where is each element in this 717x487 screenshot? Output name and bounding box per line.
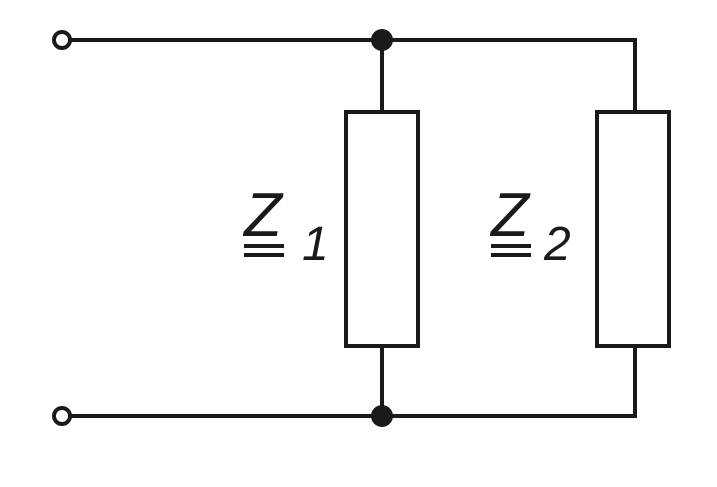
label-z1-subscript: 1 — [302, 218, 329, 271]
bottom-terminal — [52, 406, 72, 426]
bottom-junction-node — [371, 405, 393, 427]
label-z2-subscript: 2 — [543, 218, 571, 271]
impedance-z2-box — [595, 110, 671, 348]
label-z1: Z 1 — [242, 181, 329, 271]
impedance-z1-box — [344, 110, 420, 348]
top-terminal — [52, 30, 72, 50]
label-z2: Z 2 — [489, 181, 571, 271]
label-z1-symbol: Z — [242, 181, 284, 250]
label-z2-symbol: Z — [489, 181, 531, 250]
top-junction-node — [371, 29, 393, 51]
